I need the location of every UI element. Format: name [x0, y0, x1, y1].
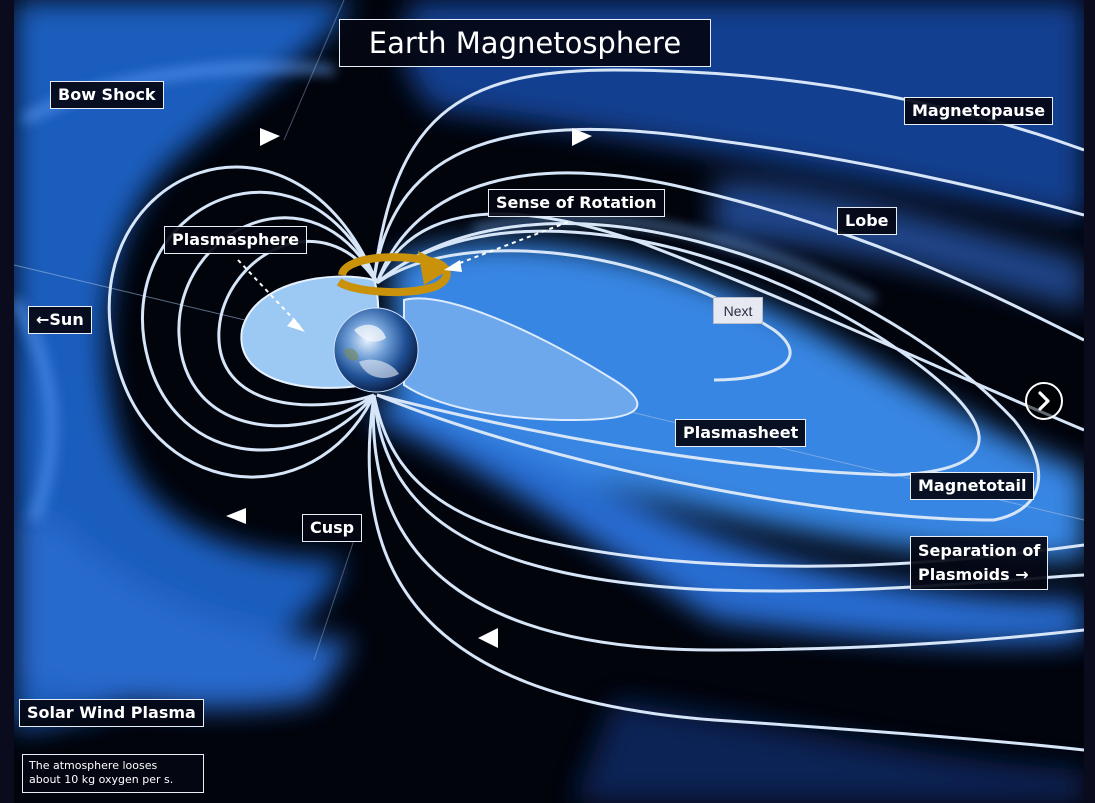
- separation-line-2: Plasmoids →: [918, 565, 1029, 584]
- magnetotail-label: Magnetotail: [910, 472, 1035, 500]
- sun-direction-label: ←Sun: [28, 306, 92, 334]
- separation-of-plasmoids-label: Separation of Plasmoids →: [910, 536, 1049, 590]
- magnetopause-label: Magnetopause: [904, 97, 1054, 125]
- note-line-2: about 10 kg oxygen per s.: [29, 773, 174, 786]
- cusp-label: Cusp: [302, 514, 363, 542]
- plasmasheet-label: Plasmasheet: [675, 419, 807, 447]
- earth-globe: [333, 307, 419, 393]
- bow-shock-label: Bow Shock: [50, 81, 164, 109]
- rotation-arrow: [336, 251, 452, 297]
- plasmasphere-label: Plasmasphere: [164, 226, 307, 254]
- diagram-title: Earth Magnetosphere: [339, 19, 711, 67]
- oxygen-loss-note: The atmosphere looses about 10 kg oxygen…: [22, 754, 204, 793]
- sense-of-rotation-label: Sense of Rotation: [488, 189, 665, 217]
- chevron-right-icon: [1038, 391, 1050, 411]
- plasmasheet-region: [403, 297, 639, 422]
- note-line-1: The atmosphere looses: [29, 759, 158, 772]
- next-button[interactable]: Next: [713, 297, 763, 324]
- next-slide-button[interactable]: [1025, 382, 1063, 420]
- separation-line-1: Separation of: [918, 541, 1041, 560]
- lobe-label: Lobe: [837, 207, 897, 235]
- solar-wind-plasma-label: Solar Wind Plasma: [19, 699, 204, 727]
- diagram-frame: Earth Magnetosphere Bow Shock Magnetopau…: [14, 0, 1084, 803]
